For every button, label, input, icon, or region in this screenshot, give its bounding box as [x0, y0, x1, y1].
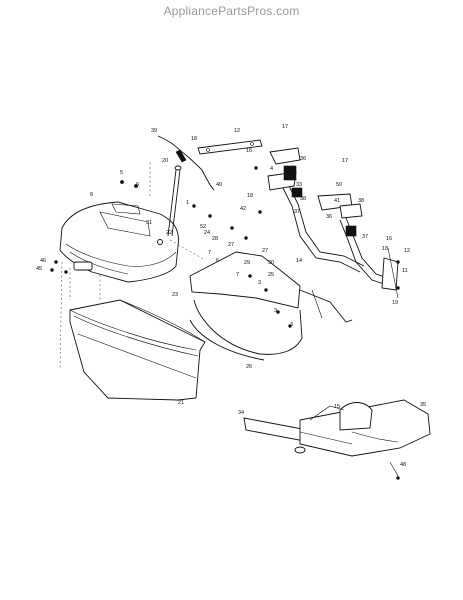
callout-38a: 38 [300, 196, 306, 202]
bag-cover [59, 201, 179, 283]
callout-18c: 18 [382, 246, 388, 252]
callout-3c: 3 [290, 322, 293, 328]
callout-23: 23 [172, 292, 178, 298]
callout-48: 48 [400, 462, 406, 468]
grass-bag [69, 299, 206, 401]
callout-13: 12 [234, 128, 240, 134]
callout-17a: 17 [282, 124, 288, 130]
handle-tube [167, 165, 182, 237]
callout-3a: 3 [258, 280, 261, 286]
bracket-plate [197, 139, 263, 155]
callout-13b: 12 [404, 248, 410, 254]
callout-41: 41 [334, 198, 340, 204]
callout-46: 46 [40, 258, 46, 264]
callout-38b: 38 [358, 198, 364, 204]
callout-5: 5 [120, 170, 123, 176]
callout-labels: 39 18 12 17 40 20 36 17 16 4 33 50 38 37… [36, 124, 426, 468]
callout-50: 50 [336, 182, 342, 188]
callout-35: 35 [420, 402, 426, 408]
callout-16a: 16 [246, 148, 252, 154]
callout-3b: 3 [274, 308, 277, 314]
callout-27a: 27 [228, 242, 234, 248]
callout-20: 20 [162, 158, 168, 164]
callout-17b: 17 [342, 158, 348, 164]
callout-1: 1 [186, 200, 189, 206]
callout-28: 28 [212, 236, 218, 242]
handle-assembly-right [267, 147, 389, 285]
callout-15: 15 [334, 404, 340, 410]
callout-21: 21 [178, 400, 184, 406]
callout-31: 31 [146, 220, 152, 226]
callout-36b: 36 [326, 214, 332, 220]
callout-11: 11 [402, 268, 408, 274]
callout-4: 4 [270, 166, 273, 172]
callout-40: 40 [216, 182, 222, 188]
callout-27b: 27 [262, 248, 268, 254]
callout-7a: 7 [208, 250, 211, 256]
callout-19: 19 [392, 300, 398, 306]
callout-45: 45 [36, 266, 42, 272]
callout-7b: 7 [236, 272, 239, 278]
site-watermark: AppliancePartsPros.com [163, 4, 300, 18]
callout-18a: 18 [191, 136, 197, 142]
callout-26: 26 [246, 364, 252, 370]
callout-52: 52 [200, 224, 206, 230]
callout-30: 30 [268, 260, 274, 266]
callout-36a: 36 [300, 156, 306, 162]
callout-22: 22 [166, 230, 172, 236]
callout-14: 14 [296, 258, 302, 264]
bag-frame [189, 251, 353, 361]
callout-25: 25 [268, 272, 274, 278]
callout-42: 42 [240, 206, 246, 212]
callout-37a: 37 [294, 209, 300, 215]
callout-29: 29 [244, 260, 250, 266]
callout-18b: 18 [247, 193, 253, 199]
callout-8: 8 [90, 192, 93, 198]
side-link [381, 257, 399, 291]
callout-34: 34 [238, 410, 244, 416]
chute-assembly [243, 399, 431, 480]
callout-16b: 16 [386, 236, 392, 242]
callout-37b: 37 [362, 234, 368, 240]
callout-33: 33 [296, 182, 302, 188]
callout-6b: 6 [216, 258, 219, 264]
bent-rod [157, 135, 215, 191]
hardware [50, 166, 400, 328]
callout-24: 24 [204, 230, 210, 236]
callout-6a: 6 [136, 182, 139, 188]
callout-39: 39 [151, 128, 157, 134]
